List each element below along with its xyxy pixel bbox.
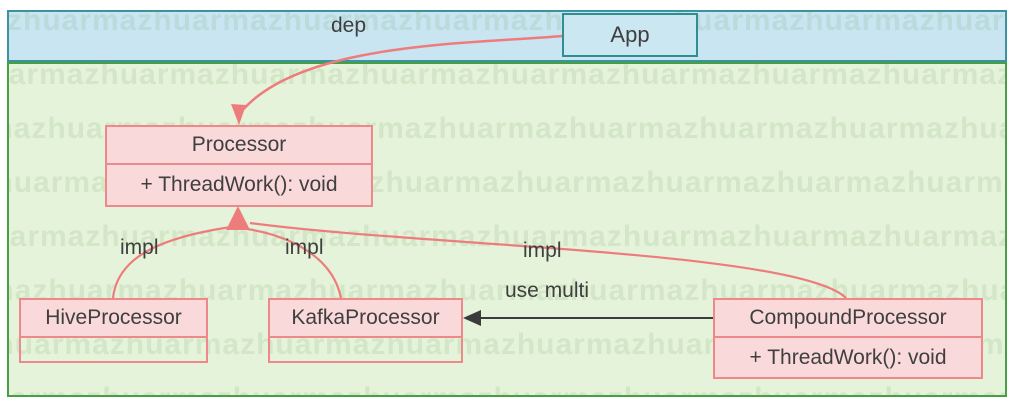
impl-edge-kafka — [246, 227, 343, 299]
class-title-processor: Processor — [107, 127, 371, 165]
class-method-compoundprocessor: + ThreadWork(): void — [715, 338, 981, 377]
dep-edge — [240, 34, 563, 113]
app-layer-band — [7, 10, 1007, 62]
class-title-kafkaprocessor: KafkaProcessor — [270, 300, 461, 338]
edge-label-dep: dep — [331, 14, 367, 37]
class-box-processor: Processor + ThreadWork(): void — [105, 125, 373, 207]
use-multi-arrowhead-icon — [463, 310, 481, 326]
impl-edge-compound — [249, 221, 847, 299]
generalization-arrowhead-icon — [226, 206, 250, 230]
class-empty-compartment — [270, 338, 461, 361]
edge-label-impl-compound: impl — [523, 239, 562, 262]
edge-label-impl-kafka: impl — [285, 236, 324, 259]
edge-label-use-multi: use multi — [505, 279, 590, 302]
class-box-app: App — [562, 13, 698, 57]
class-box-compoundprocessor: CompoundProcessor + ThreadWork(): void — [713, 298, 983, 379]
class-title-hiveprocessor: HiveProcessor — [21, 300, 206, 338]
class-box-kafkaprocessor: KafkaProcessor — [268, 298, 463, 363]
edge-label-impl-hive: impl — [120, 236, 159, 259]
class-method-processor: + ThreadWork(): void — [107, 165, 371, 205]
class-title-compoundprocessor: CompoundProcessor — [715, 300, 981, 338]
class-title-app: App — [610, 22, 650, 47]
class-box-hiveprocessor: HiveProcessor — [19, 298, 208, 363]
impl-edge-hive — [111, 225, 232, 299]
class-empty-compartment — [21, 338, 206, 361]
dep-arrowhead-icon — [231, 104, 246, 125]
